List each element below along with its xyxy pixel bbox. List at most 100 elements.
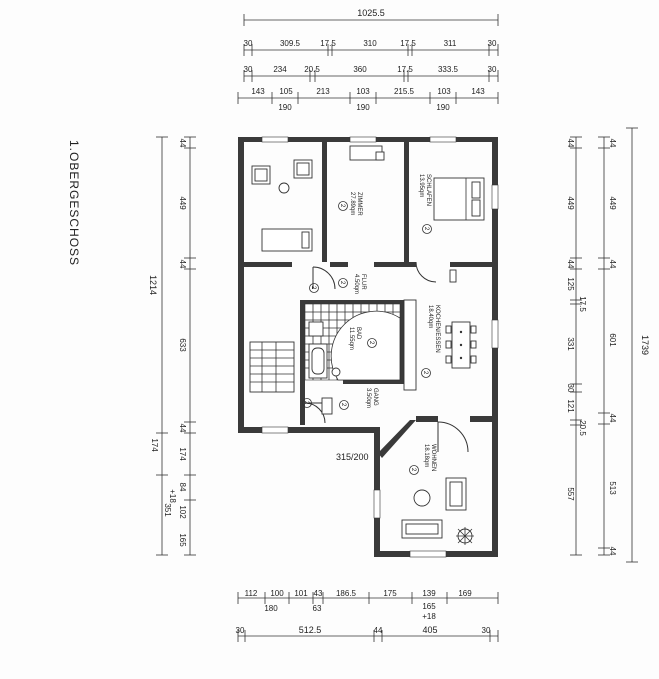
dim-top-r3-2: 20.5	[304, 65, 320, 74]
bottom-dimension-chains: 112 100 101 43 186.5 175 139 169 180 63 …	[236, 589, 499, 642]
dim-top-r4-2: 213	[316, 87, 330, 96]
room-kochen-name: KOCHEN/ESSEN	[434, 305, 440, 353]
hall-tag: 2	[303, 401, 309, 405]
dim-left-outer-174: 174	[150, 438, 159, 452]
dim-top-r4-0: 143	[251, 87, 265, 96]
staircase-icon	[249, 341, 295, 393]
dim-right-m4: 44	[608, 414, 617, 423]
dim-top-r3-3: 360	[353, 65, 367, 74]
room-bad-tag: 2	[368, 341, 374, 345]
room-wohnen-tag: 2	[410, 468, 416, 472]
plan-furniture	[249, 145, 485, 545]
dim-right-i5: 331	[566, 337, 575, 351]
dim-top-r3-5: 333.5	[438, 65, 459, 74]
dim-top-r2-1: 309.5	[280, 39, 301, 48]
dim-left-i5: 174	[178, 447, 187, 461]
dim-left-i4: 44	[178, 424, 187, 433]
room-flur-name: FLUR	[360, 274, 366, 290]
dim-left-i6: 84	[178, 483, 187, 492]
dim-left-i7: 102	[178, 505, 187, 519]
dim-bottom-r1-4: 186.5	[336, 589, 357, 598]
room-schlafen-area: 13.95qm	[418, 174, 424, 197]
dim-top-r2-6: 30	[488, 39, 497, 48]
dim-top-r2-5: 311	[444, 39, 457, 48]
dim-right-m3: 601	[608, 333, 617, 347]
dim-right-i4: 17.5	[578, 296, 587, 312]
room-flur-area: 4.50qm	[353, 274, 359, 294]
dim-top-r4-3: 103	[356, 87, 370, 96]
dim-left-total: 1214	[148, 275, 158, 295]
dim-right-i9: 557	[566, 487, 575, 501]
dim-left-i1: 449	[178, 196, 187, 210]
dim-right-i8: 20.5	[578, 420, 587, 436]
dim-bottom-r2-2: 44	[374, 626, 383, 635]
dim-right-m0: 44	[608, 139, 617, 148]
dim-top-r4-sub-2: 190	[436, 103, 450, 112]
top-dimension-chains: 1025.5 30 309.5 17.5 310 17.5 311 30 30 …	[237, 8, 499, 112]
dim-right-i7: 121	[566, 399, 575, 413]
dim-bottom-r1-6: 139	[422, 589, 436, 598]
room-zimmer-area: 27.89qm	[349, 192, 355, 215]
dim-right-i1: 449	[566, 196, 575, 210]
room-schlafen-name: SCHLAFEN	[425, 174, 431, 206]
plant-icon	[456, 527, 474, 545]
room-gang-area: 3.50qm	[365, 388, 371, 408]
dim-top-r3-4: 17.5	[397, 65, 413, 74]
room-gang-name: GANG	[372, 388, 378, 406]
dim-bottom-r1-2: 101	[294, 589, 308, 598]
dim-right-i0: 44	[566, 139, 575, 148]
room-zimmer-name: ZIMMER	[356, 192, 362, 216]
room-zimmer-tag: 2	[339, 204, 345, 208]
dim-top-r4-6: 143	[471, 87, 485, 96]
toilet-icon	[331, 367, 341, 377]
kitchen-counter-icon	[403, 299, 417, 391]
shower-icon	[308, 321, 324, 337]
dim-right-i6: 30	[566, 384, 575, 393]
room-bad-area: 11.55qm	[348, 327, 354, 350]
room-wohnen-area: 18.18qm	[423, 444, 429, 467]
dim-left-i3: 633	[178, 338, 187, 352]
dim-right-i3: 125	[566, 277, 575, 291]
dim-bottom-sub-3: +18	[422, 612, 436, 621]
dim-top-r4-5: 103	[437, 87, 451, 96]
room-flur-tag: 2	[339, 281, 345, 285]
room-wohnen-name: WOHNEN	[430, 444, 436, 471]
dim-bottom-r2-3: 405	[422, 625, 437, 635]
dim-bottom-r1-0: 112	[245, 589, 258, 598]
dim-top-r4-sub-0: 190	[278, 103, 292, 112]
door-swing-icon	[437, 421, 469, 453]
dim-right-m1: 449	[608, 196, 617, 210]
dim-bottom-r2-4: 30	[482, 626, 491, 635]
dim-left-outer-18: +18	[168, 489, 177, 503]
bed-icon	[261, 228, 313, 252]
dim-top-total: 1025.5	[357, 8, 385, 18]
dim-top-r3-6: 30	[488, 65, 497, 74]
dim-top-r4-4: 215.5	[394, 87, 415, 96]
dim-top-r4-1: 105	[279, 87, 293, 96]
stair-tag: 2	[310, 286, 316, 290]
dim-right-total: 1739	[640, 335, 650, 355]
stair-note: 315/200	[336, 452, 369, 462]
dim-right-m6: 44	[608, 547, 617, 556]
dim-bottom-r2-1: 512.5	[299, 625, 322, 635]
room-schlafen-tag: 2	[423, 227, 429, 231]
left-dimension-chains: 1214 174 351 +18 44 449 44 633 44 174 84…	[148, 136, 196, 556]
dim-bottom-sub-2: 165	[422, 602, 436, 611]
table-icon	[278, 182, 290, 194]
dim-top-r3-0: 30	[244, 65, 253, 74]
dim-top-r4-sub-1: 190	[356, 103, 370, 112]
dim-left-i2: 44	[178, 260, 187, 269]
dim-bottom-r1-3: 43	[314, 589, 323, 598]
dim-bottom-r2-0: 30	[236, 626, 245, 635]
door-swing-icon	[312, 266, 336, 290]
dim-bottom-r1-7: 169	[458, 589, 472, 598]
dim-left-i0: 44	[178, 139, 187, 148]
right-dimension-chains: 1739 44 449 44 601 44 513 44 44 449 44	[566, 127, 650, 563]
door-swing-icon	[415, 261, 437, 283]
dim-left-i8: 165	[178, 533, 187, 547]
dim-bottom-sub-1: 63	[313, 604, 322, 613]
room-kochen-area: 18.40qm	[427, 305, 433, 328]
room-bad-name: BAD	[355, 327, 361, 340]
